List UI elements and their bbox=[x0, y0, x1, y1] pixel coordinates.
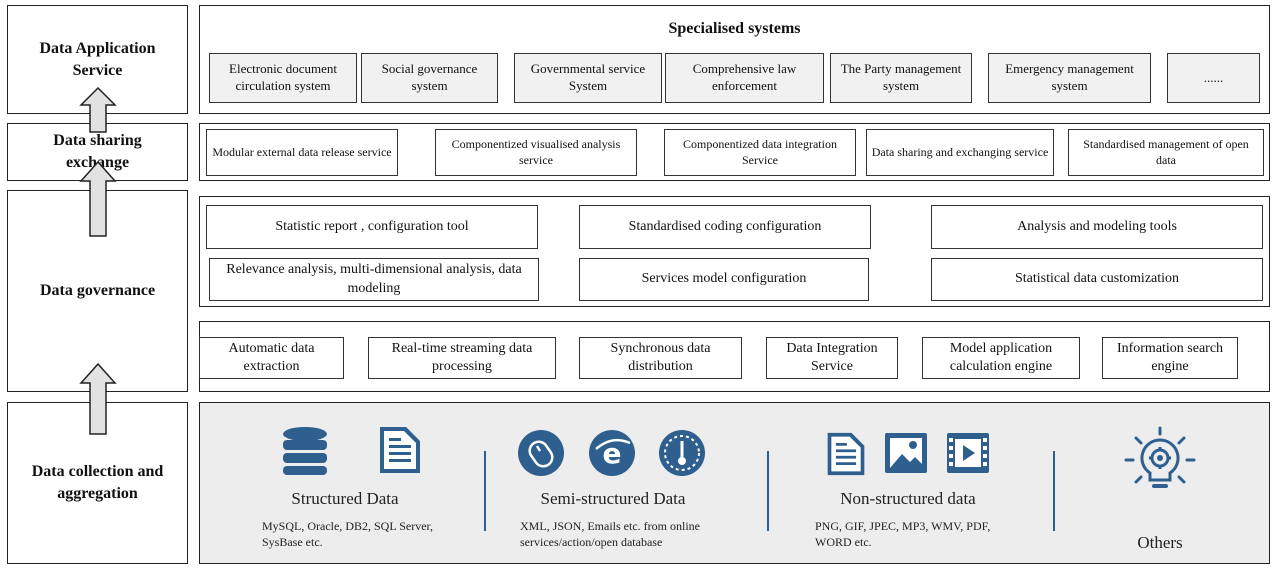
system-box: Electronic document circulation system bbox=[209, 53, 357, 103]
specialised-systems-title: Specialised systems bbox=[668, 20, 801, 37]
document-icon bbox=[380, 427, 420, 473]
layer-label-text: Data governance bbox=[39, 282, 156, 300]
governance-tool-box: Analysis and modeling tools bbox=[931, 205, 1263, 249]
engine-box: Information search engine bbox=[1102, 337, 1238, 379]
data-collection-panel bbox=[199, 402, 1270, 564]
database-icon bbox=[283, 427, 327, 475]
governance-tool-box: Relevance analysis, multi-dimensional an… bbox=[209, 258, 539, 301]
system-box: Comprehensive law enforcement bbox=[665, 53, 824, 103]
non-structured-data-desc: PNG, GIF, JPEC, MP3, WMV, PDF, WORD etc. bbox=[815, 519, 991, 550]
sharing-service-box: Componentized visualised analysis servic… bbox=[435, 129, 637, 176]
others-title: Others bbox=[1137, 533, 1183, 552]
browser-icon: e bbox=[589, 430, 635, 476]
layer-label-text: Data Application Service bbox=[39, 39, 156, 79]
arrow-up-icon bbox=[79, 362, 117, 435]
video-icon bbox=[947, 433, 989, 473]
system-box: Emergency management system bbox=[988, 53, 1151, 103]
structured-data-desc: MySQL, Oracle, DB2, SQL Server, SysBase … bbox=[262, 519, 434, 550]
governance-tool-box: Statistical data customization bbox=[931, 258, 1263, 301]
engine-box: Automatic data extraction bbox=[199, 337, 344, 379]
svg-text:e: e bbox=[603, 437, 622, 470]
semi-structured-data-title: Semi-structured Data bbox=[540, 489, 686, 508]
sharing-service-box: Modular external data release service bbox=[206, 129, 398, 176]
system-box-more: ...... bbox=[1167, 53, 1260, 103]
document-icon bbox=[827, 432, 865, 476]
governance-tool-box: Statistic report , configuration tool bbox=[206, 205, 538, 249]
governance-tool-box: Standardised coding configuration bbox=[579, 205, 871, 249]
system-box: Governmental service System bbox=[514, 53, 662, 103]
engine-box: Model application calculation engine bbox=[922, 337, 1080, 379]
arrow-up-icon bbox=[79, 86, 117, 133]
semi-structured-data-desc: XML, JSON, Emails etc. from online servi… bbox=[520, 519, 700, 550]
governance-tool-box: Services model configuration bbox=[579, 258, 869, 301]
system-box: The Party management system bbox=[830, 53, 972, 103]
lightbulb-gear-icon bbox=[1124, 426, 1196, 488]
system-box: Social governance system bbox=[361, 53, 498, 103]
engine-box: Data Integration Service bbox=[766, 337, 898, 379]
sharing-service-box: Standardised management of open data bbox=[1068, 129, 1264, 176]
gauge-icon bbox=[659, 430, 705, 476]
structured-data-title: Structured Data bbox=[291, 489, 399, 508]
engine-box: Real-time streaming data processing bbox=[368, 337, 556, 379]
engine-box: Synchronous data distribution bbox=[579, 337, 742, 379]
divider bbox=[1053, 451, 1055, 531]
sharing-service-box: Componentized data integration Service bbox=[664, 129, 856, 176]
divider bbox=[767, 451, 769, 531]
sharing-service-box: Data sharing and exchanging service bbox=[866, 129, 1054, 176]
layer-label-text: Data collection and aggregation bbox=[31, 463, 164, 502]
non-structured-data-title: Non-structured data bbox=[840, 489, 976, 508]
mouse-icon bbox=[518, 430, 564, 476]
divider bbox=[484, 451, 486, 531]
arrow-up-icon bbox=[79, 160, 117, 237]
image-icon bbox=[885, 433, 927, 473]
